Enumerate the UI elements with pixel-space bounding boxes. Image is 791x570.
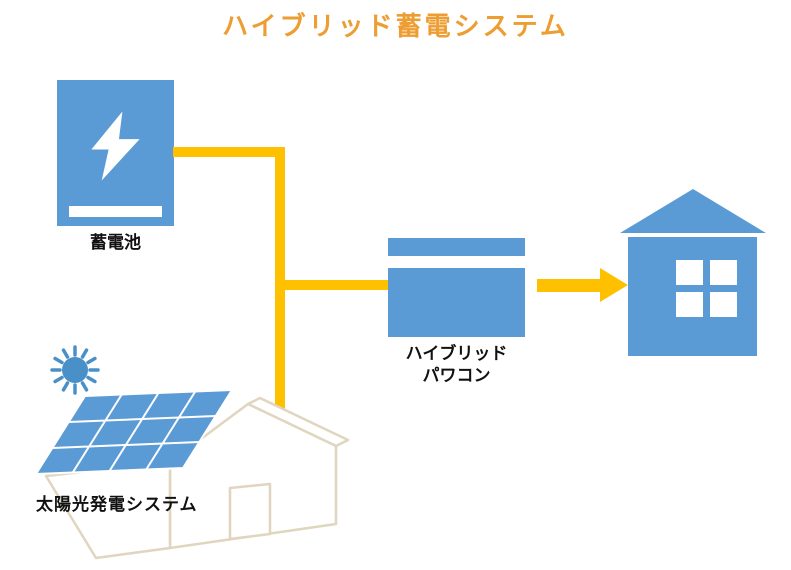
power-conditioner-label-line2: パワコン <box>422 366 491 386</box>
solar-system-label: 太陽光発電システム <box>36 495 198 515</box>
connector-battery-to-bus <box>173 147 285 157</box>
battery-stripe <box>69 206 162 217</box>
power-conditioner-stripe <box>388 256 525 268</box>
wireframe-door <box>228 482 272 541</box>
solar-house-scene <box>30 340 375 560</box>
solar-panel-icon <box>36 390 232 474</box>
connector-bus-to-powcon <box>285 280 388 290</box>
lightning-icon <box>91 111 140 181</box>
power-conditioner-unit <box>388 238 525 337</box>
power-conditioner-label-line1: ハイブリッド <box>405 344 508 364</box>
house-window <box>676 260 737 317</box>
flow-arrow-head-icon <box>600 268 628 302</box>
flow-arrow-shaft <box>537 279 600 292</box>
house-wireframe-icon <box>44 396 350 560</box>
sun-icon <box>50 345 100 395</box>
connector-bus-vertical <box>275 147 285 435</box>
house-icon <box>620 189 766 356</box>
battery-unit <box>57 80 174 226</box>
battery-label: 蓄電池 <box>90 233 141 253</box>
house-roof <box>620 189 766 233</box>
page-title: ハイブリッド蓄電システム <box>222 12 569 42</box>
power-conditioner-label: ハイブリッド パワコン <box>378 343 535 387</box>
